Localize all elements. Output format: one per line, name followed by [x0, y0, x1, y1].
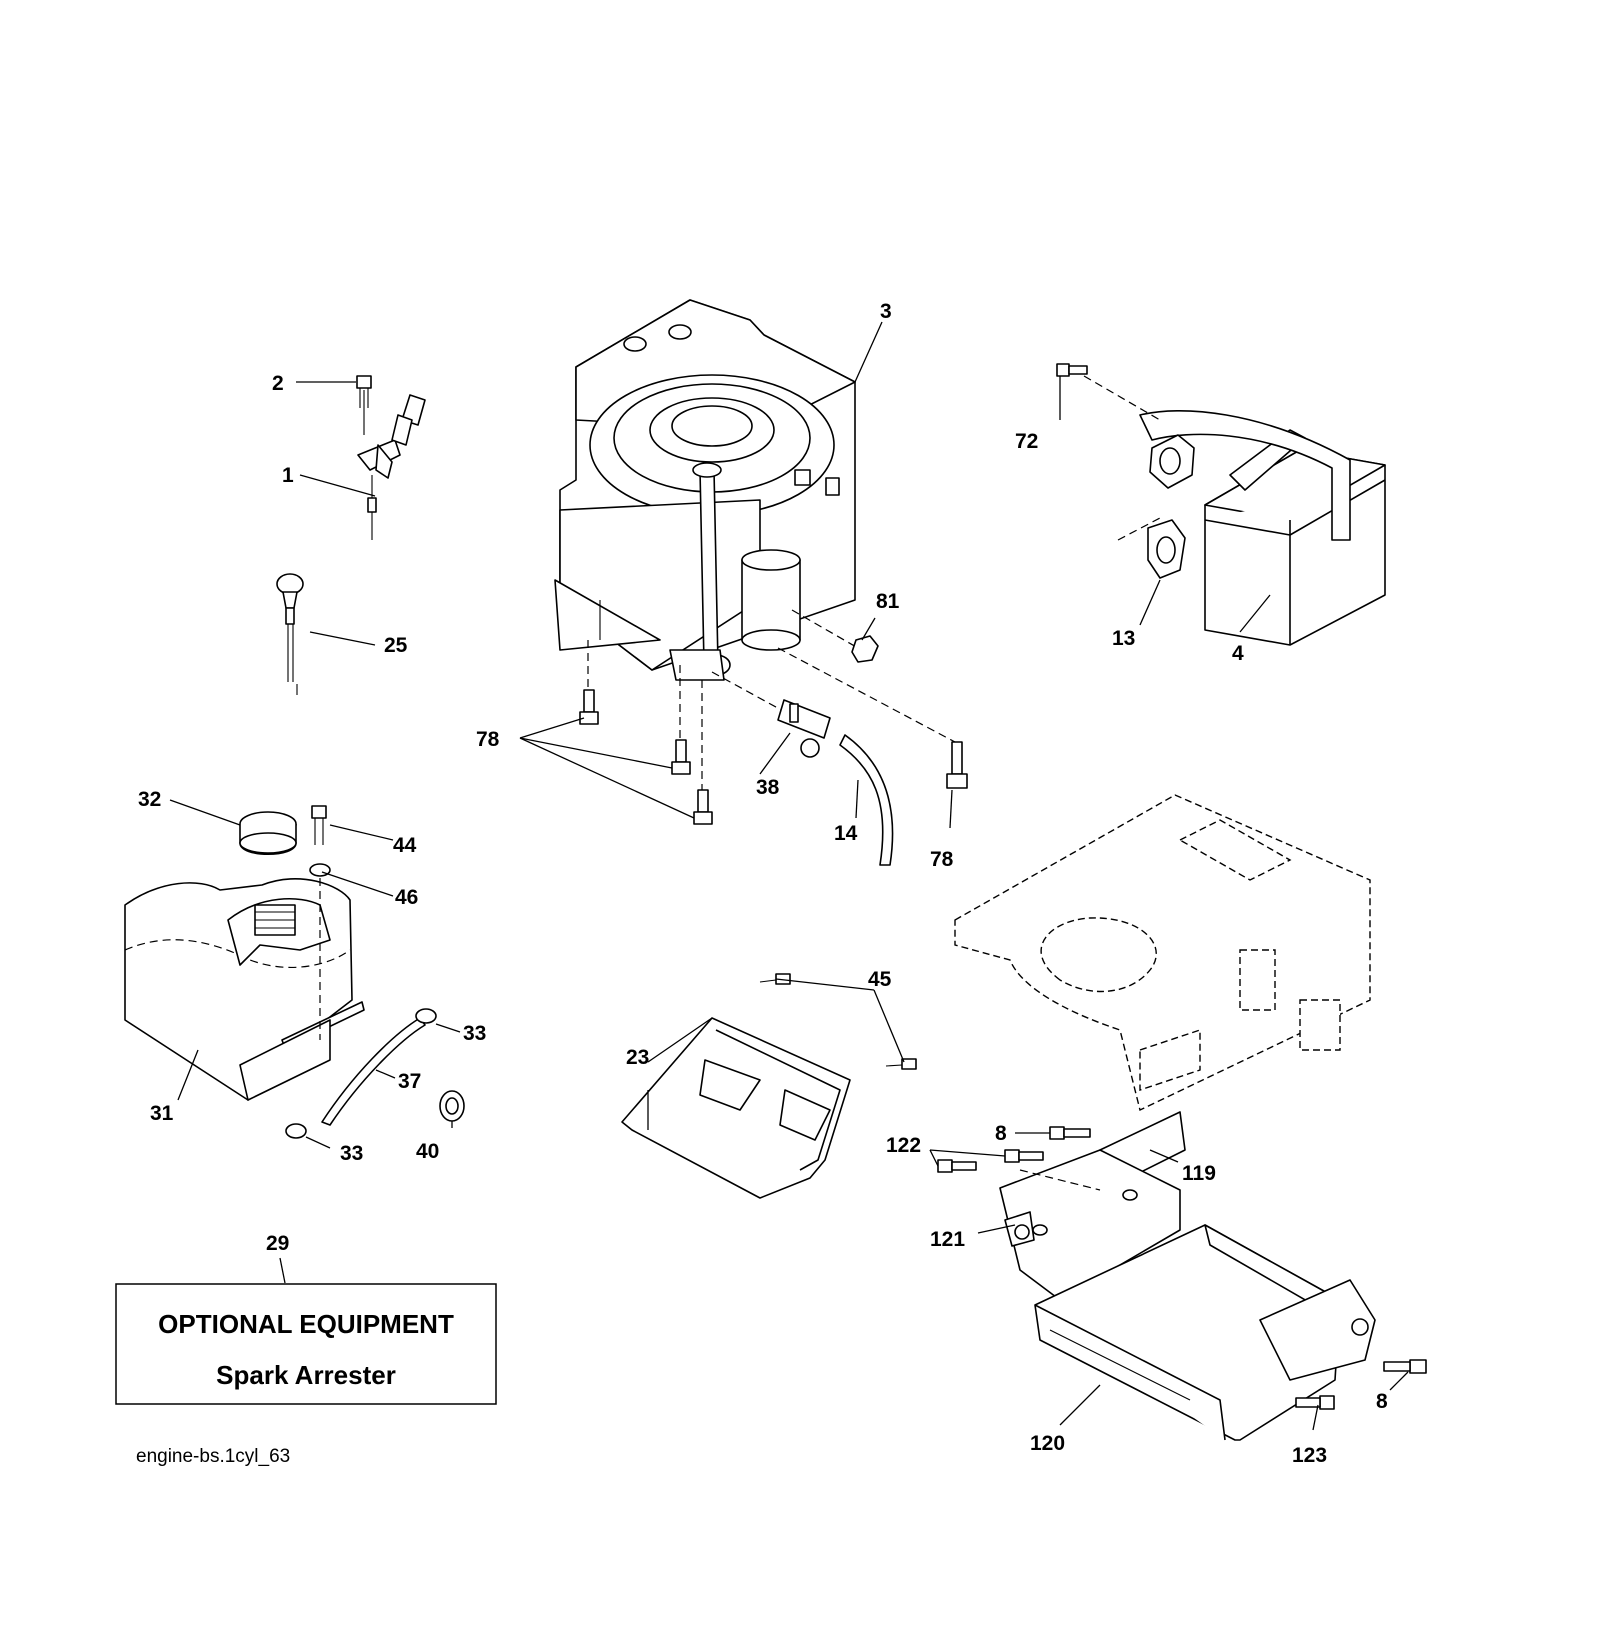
- fuel-filter-part: [711, 671, 831, 758]
- callout-14: 14: [834, 822, 858, 845]
- callout-81: 81: [876, 590, 900, 613]
- gasket-13-part: [1147, 519, 1186, 579]
- callout-33b: 33: [340, 1142, 363, 1165]
- callout-72: 72: [1015, 430, 1038, 453]
- grommet-40-part: [439, 1090, 465, 1122]
- callout-123: 123: [1292, 1444, 1327, 1467]
- bracket-119-part: [999, 1111, 1186, 1301]
- callout-1: 1: [282, 464, 294, 487]
- bolt-122-part: [937, 1149, 1044, 1173]
- muffler-part: [1083, 375, 1386, 646]
- callout-31: 31: [150, 1102, 174, 1125]
- bolt-123-part: [1295, 1395, 1335, 1410]
- fuel-line-37-part: [321, 1017, 426, 1126]
- optional-equipment-title: OPTIONAL EQUIPMENT: [158, 1309, 454, 1339]
- frame-part: [954, 794, 1371, 1112]
- bolt-72-part: [1056, 363, 1088, 377]
- callout-23: 23: [626, 1046, 649, 1069]
- bolt-78-part: [579, 609, 968, 825]
- callout-29: 29: [266, 1232, 289, 1255]
- callout-122: 122: [886, 1134, 921, 1157]
- callout-8a: 8: [995, 1122, 1007, 1145]
- callout-32: 32: [138, 788, 161, 811]
- clamp-33-part: [285, 1008, 437, 1139]
- callout-40: 40: [416, 1140, 439, 1163]
- optional-equipment-box: OPTIONAL EQUIPMENT Spark Arrester: [115, 1283, 497, 1405]
- screw-44-part: [311, 805, 327, 845]
- callout-37: 37: [398, 1070, 421, 1093]
- screw-2-part: [356, 375, 372, 408]
- callout-3: 3: [880, 300, 892, 323]
- callout-4: 4: [1232, 642, 1244, 665]
- heat-shield-23-part: [621, 1017, 851, 1199]
- callout-38: 38: [756, 776, 780, 799]
- callout-78a: 78: [476, 728, 500, 751]
- engine-part: [554, 299, 856, 681]
- callout-45: 45: [868, 968, 892, 991]
- fuel-hose-14-part: [839, 734, 894, 866]
- callouts: 1 2 3 4 8 8 13 14 23 25 29 31 32 33 33 3…: [138, 300, 1388, 1467]
- callout-78b: 78: [930, 848, 954, 871]
- callout-120: 120: [1030, 1432, 1065, 1455]
- leader-lines: [169, 321, 1409, 1431]
- reference-code: engine-bs.1cyl_63: [136, 1446, 290, 1467]
- callout-33a: 33: [463, 1022, 486, 1045]
- fuel-cap-32-part: [239, 811, 297, 856]
- bolt-8-part: [1049, 1126, 1427, 1374]
- callout-8b: 8: [1376, 1390, 1388, 1413]
- callout-13: 13: [1112, 627, 1135, 650]
- optional-equipment-subtitle: Spark Arrester: [216, 1360, 396, 1390]
- callout-25: 25: [384, 634, 408, 657]
- callout-44: 44: [393, 834, 417, 857]
- dipstick-part: [276, 573, 304, 695]
- callout-46: 46: [395, 886, 418, 909]
- nut-81-part: [851, 635, 879, 663]
- throttle-control-part: [357, 390, 426, 540]
- callout-119: 119: [1182, 1162, 1216, 1185]
- callout-121: 121: [930, 1228, 965, 1251]
- spring-121-part: [1004, 1211, 1035, 1247]
- fuel-tank-part: [124, 878, 365, 1101]
- bracket-120-part: [1034, 1224, 1376, 1441]
- callout-2: 2: [272, 372, 284, 395]
